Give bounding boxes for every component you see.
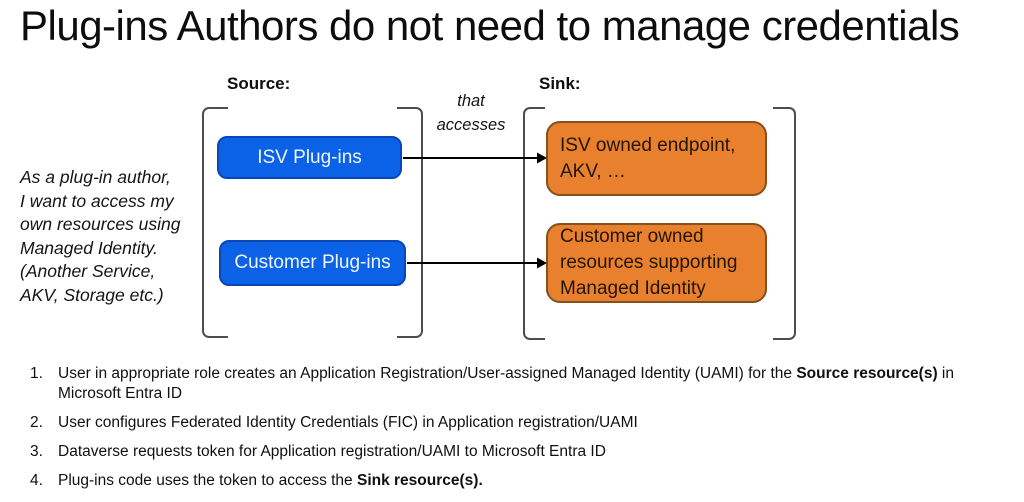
step-item-4: 4. Plug-ins code uses the token to acces…: [30, 471, 998, 491]
page-title: Plug-ins Authors do not need to manage c…: [20, 2, 960, 49]
step-text-bold: Source resource(s): [796, 365, 938, 382]
step-number: 1.: [30, 365, 43, 382]
source-bracket-right: [397, 107, 423, 338]
step-number: 3.: [30, 443, 43, 460]
user-story-text: As a plug-in author, I want to access my…: [20, 167, 181, 305]
step-text: User configures Federated Identity Crede…: [58, 413, 998, 433]
step-text-prefix: User configures Federated Identity Crede…: [58, 414, 638, 431]
step-text-suffix: in Microsoft Entra ID: [58, 365, 954, 402]
sink-bracket-right: [773, 107, 796, 340]
source-bracket-left: [202, 107, 228, 338]
step-text: User in appropriate role creates an Appl…: [58, 364, 998, 404]
sink-bracket-left: [523, 107, 545, 340]
step-text-bold: Sink resource(s).: [356, 472, 483, 489]
sink-box-isv-owned: ISV owned endpoint, AKV, …: [546, 121, 767, 196]
steps-list: 1. User in appropriate role creates an A…: [30, 364, 998, 500]
step-text-prefix: Dataverse requests token for Application…: [58, 443, 606, 460]
arrow-customer-to-sink: [407, 257, 547, 269]
sink-box-isv-owned-label: ISV owned endpoint, AKV, …: [560, 134, 736, 182]
connector-label: that accesses: [436, 92, 506, 134]
sink-column-label: Sink:: [539, 74, 581, 93]
arrow-isv-to-sink: [403, 152, 547, 164]
source-box-isv-plugins-label: ISV Plug-ins: [257, 146, 362, 168]
step-item-3: 3. Dataverse requests token for Applicat…: [30, 442, 998, 462]
sink-box-customer-owned: Customer owned resources supporting Mana…: [546, 223, 767, 303]
source-column-label: Source:: [227, 74, 291, 93]
source-box-customer-plugins-label: Customer Plug-ins: [234, 252, 391, 273]
step-text-prefix: User in appropriate role creates an Appl…: [58, 365, 797, 382]
step-text: Dataverse requests token for Application…: [58, 442, 998, 462]
step-text-prefix: Plug-ins code uses the token to access t…: [58, 472, 357, 489]
step-item-2: 2. User configures Federated Identity Cr…: [30, 413, 998, 433]
source-box-customer-plugins: Customer Plug-ins: [219, 240, 406, 286]
step-number: 2.: [30, 414, 43, 431]
source-box-isv-plugins: ISV Plug-ins: [217, 136, 402, 179]
step-number: 4.: [30, 472, 43, 489]
step-item-1: 1. User in appropriate role creates an A…: [30, 364, 998, 404]
step-text: Plug-ins code uses the token to access t…: [58, 471, 998, 491]
sink-box-customer-owned-label: Customer owned resources supporting Mana…: [560, 226, 738, 299]
